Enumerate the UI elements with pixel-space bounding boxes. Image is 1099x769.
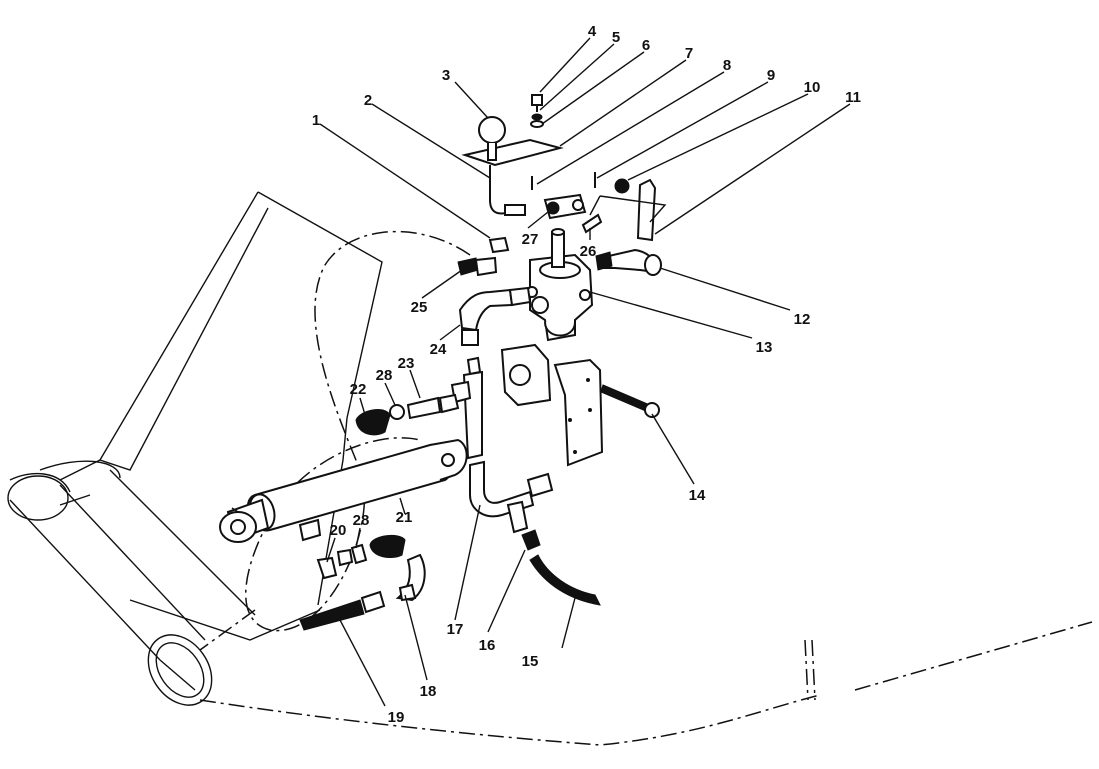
callout-5: 5	[612, 29, 620, 46]
callout-22: 22	[350, 381, 367, 398]
hydraulic-cylinder	[219, 438, 468, 543]
callout-labels: 1 2 3 4 5 6 7 8 9 10 11 12 13 14 15 16 1…	[312, 23, 861, 726]
callout-18: 18	[420, 683, 437, 700]
clevis-link	[531, 172, 603, 234]
callout-28-lower: 28	[353, 512, 370, 529]
callout-16: 16	[479, 637, 496, 654]
fittings-upper	[457, 236, 532, 346]
callout-23: 23	[398, 355, 415, 372]
mount-plate	[500, 343, 660, 467]
callout-13: 13	[756, 339, 773, 356]
bolt-washers	[530, 94, 544, 128]
callout-26: 26	[580, 243, 597, 260]
hose-segment	[521, 529, 601, 606]
callout-17: 17	[447, 621, 464, 638]
control-valve	[526, 228, 594, 342]
callout-15: 15	[522, 653, 539, 670]
callout-9: 9	[767, 67, 775, 84]
frame-outline	[199, 609, 1093, 746]
leader-lines	[231, 37, 851, 707]
callout-27: 27	[522, 231, 539, 248]
callout-19: 19	[388, 709, 405, 726]
bracket-elbow	[589, 178, 667, 276]
hose-loop	[245, 230, 471, 632]
callout-12: 12	[794, 311, 811, 328]
pipe-assembly	[450, 356, 554, 534]
rear-frame	[7, 191, 383, 706]
callout-1: 1	[312, 112, 320, 129]
callout-25: 25	[411, 299, 428, 316]
callout-4: 4	[588, 23, 597, 40]
callout-8: 8	[723, 57, 731, 74]
fittings-lower	[299, 393, 460, 631]
callout-7: 7	[685, 45, 693, 62]
callout-2: 2	[364, 92, 372, 109]
callout-24: 24	[430, 341, 447, 358]
callout-20: 20	[330, 522, 347, 539]
callout-11: 11	[845, 89, 861, 106]
callout-21: 21	[396, 509, 413, 526]
callout-14: 14	[689, 487, 706, 504]
control-lever	[461, 116, 564, 216]
callout-6: 6	[642, 37, 650, 54]
callout-3: 3	[442, 67, 450, 84]
callout-10: 10	[804, 79, 821, 96]
callout-28-upper: 28	[376, 367, 393, 384]
